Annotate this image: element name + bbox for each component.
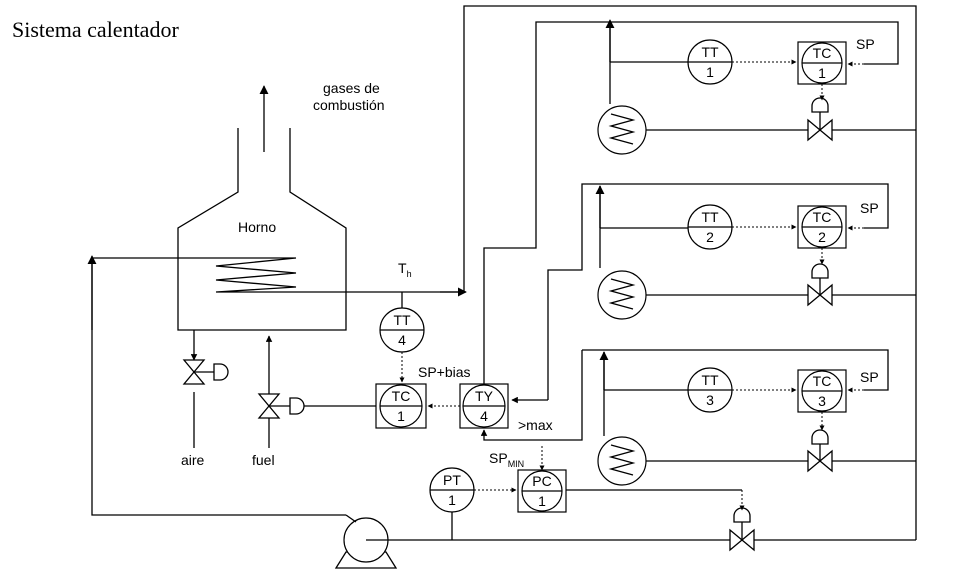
loop-3: TT 3 TC 3 SP (597, 351, 916, 486)
main-header-line (463, 5, 917, 540)
pt1-transmitter[interactable]: PT 1 (429, 467, 475, 513)
sp3-label: SP (860, 369, 879, 385)
tt4-transmitter[interactable]: TT 4 (379, 307, 425, 353)
max-label: >max (518, 417, 553, 433)
svg-text:TC: TC (392, 388, 411, 404)
tc3-controller[interactable]: TC 3 (797, 369, 847, 413)
pump[interactable] (334, 517, 398, 569)
svg-text:3: 3 (706, 392, 714, 408)
air-valve[interactable] (182, 330, 229, 448)
furnace: gases de combustión Horno (92, 80, 464, 331)
furnace-coil (92, 257, 464, 293)
sp1-label: SP (856, 36, 875, 52)
fuel-valve[interactable] (257, 335, 305, 448)
furnace-inlet-line (91, 258, 346, 516)
svg-text:TC: TC (813, 209, 832, 225)
tc1-controller[interactable]: TC 1 (797, 41, 847, 85)
svg-text:TY: TY (475, 388, 494, 404)
loop-1: TT 1 TC 1 SP (597, 19, 916, 155)
svg-text:4: 4 (398, 332, 406, 348)
svg-text:2: 2 (706, 229, 714, 245)
svg-text:TT: TT (393, 312, 411, 328)
svg-text:1: 1 (706, 64, 714, 80)
svg-text:PT: PT (443, 472, 461, 488)
flue-gas-label-2: combustión (313, 97, 385, 113)
sp2-label: SP (860, 200, 879, 216)
svg-text:1: 1 (818, 65, 826, 81)
svg-text:TC: TC (813, 373, 832, 389)
loop-2: TT 2 TC 2 SP (595, 185, 916, 320)
sp-bias-label: SP+bias (418, 364, 471, 380)
svg-text:TT: TT (701, 44, 719, 60)
control-valve-2[interactable] (807, 263, 833, 307)
sp-min-label: SPMIN (489, 450, 524, 469)
pc1-controller[interactable]: PC 1 (517, 469, 567, 513)
outlet-temp-label: Th (398, 260, 412, 279)
svg-text:TT: TT (701, 372, 719, 388)
diagram-title: Sistema calentador (12, 17, 179, 42)
svg-text:1: 1 (397, 408, 405, 424)
control-valve-3[interactable] (807, 429, 833, 473)
furnace-label: Horno (238, 219, 276, 235)
heat-exchanger-3[interactable] (597, 436, 647, 486)
svg-text:TC: TC (813, 45, 832, 61)
control-valve-1[interactable] (807, 97, 833, 142)
tt2-transmitter[interactable]: TT 2 (687, 204, 733, 250)
svg-text:1: 1 (538, 493, 546, 509)
heat-exchanger-1[interactable] (597, 105, 647, 155)
tt1-transmitter[interactable]: TT 1 (687, 39, 733, 85)
tt3-transmitter[interactable]: TT 3 (687, 367, 733, 413)
svg-text:2: 2 (818, 229, 826, 245)
flue-gas-label-1: gases de (323, 80, 380, 96)
heat-exchanger-2[interactable] (597, 270, 647, 320)
tc2-controller[interactable]: TC 2 (797, 205, 847, 249)
svg-text:3: 3 (818, 393, 826, 409)
fuel-label: fuel (252, 452, 275, 468)
tc-furnace-controller[interactable]: TC 1 (375, 383, 427, 429)
bypass-valve[interactable] (729, 507, 755, 552)
svg-text:PC: PC (532, 473, 551, 489)
air-label: aire (181, 452, 205, 468)
ty4-relay[interactable]: TY 4 (459, 383, 509, 429)
svg-text:TT: TT (701, 209, 719, 225)
svg-text:4: 4 (480, 408, 488, 424)
svg-text:1: 1 (448, 492, 456, 508)
